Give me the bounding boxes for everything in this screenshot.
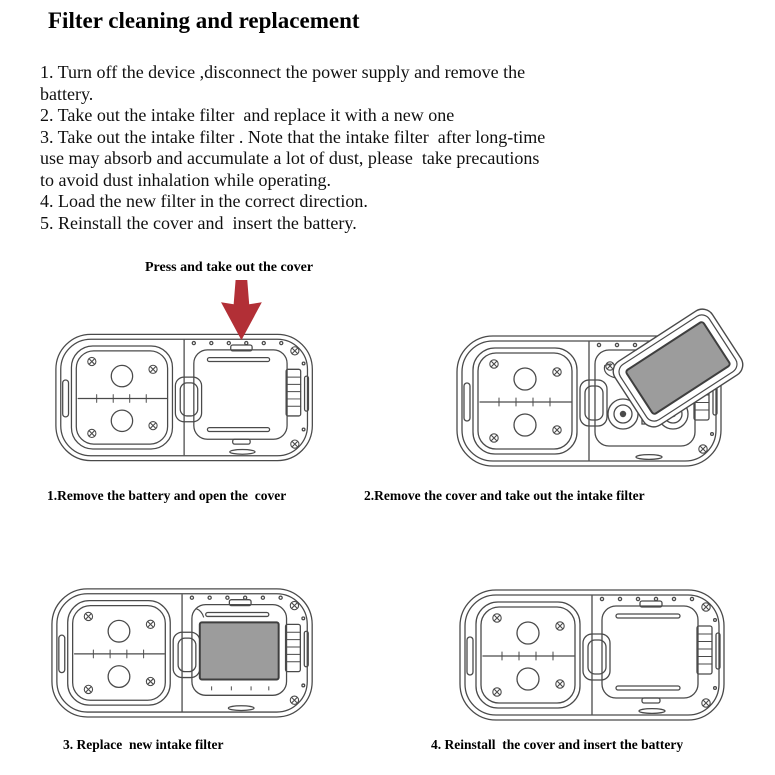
- device-body: [460, 590, 724, 720]
- device-back-diagram-step2: [448, 308, 744, 478]
- device-back-diagram-step3: [48, 578, 324, 728]
- device-back-diagram-step1: [52, 279, 324, 470]
- instruction-list: 1. Turn off the device ,disconnect the p…: [40, 62, 556, 234]
- instruction-step-1: 1. Turn off the device ,disconnect the p…: [40, 62, 530, 104]
- figure-caption-4: 4. Reinstall the cover and insert the ba…: [431, 737, 684, 752]
- intake-filter: [198, 621, 280, 681]
- page-title: Filter cleaning and replacement: [48, 8, 360, 33]
- instruction-step-2: 2. Take out the intake filter and replac…: [40, 105, 455, 125]
- press-cover-caption: Press and take out the cover: [145, 260, 314, 275]
- device-body: [56, 334, 312, 460]
- intake-filter: [625, 321, 731, 415]
- instruction-step-5: 5. Reinstall the cover and insert the ba…: [40, 212, 357, 233]
- removed-cover-with-filter: [603, 308, 744, 428]
- press-down-arrow-icon: [221, 279, 262, 341]
- instruction-step-4: 4. Load the new filter in the correct di…: [40, 191, 368, 211]
- figure-caption-2: 2.Remove the cover and take out the inta…: [364, 488, 645, 503]
- device-back-diagram-step4: [446, 578, 746, 733]
- instruction-step-3: 3. Take out the intake filter . Note tha…: [40, 126, 550, 190]
- device-body: [52, 589, 312, 717]
- figure-caption-1: 1.Remove the battery and open the cover: [47, 488, 287, 503]
- figure-caption-3: 3. Replace new intake filter: [63, 737, 224, 752]
